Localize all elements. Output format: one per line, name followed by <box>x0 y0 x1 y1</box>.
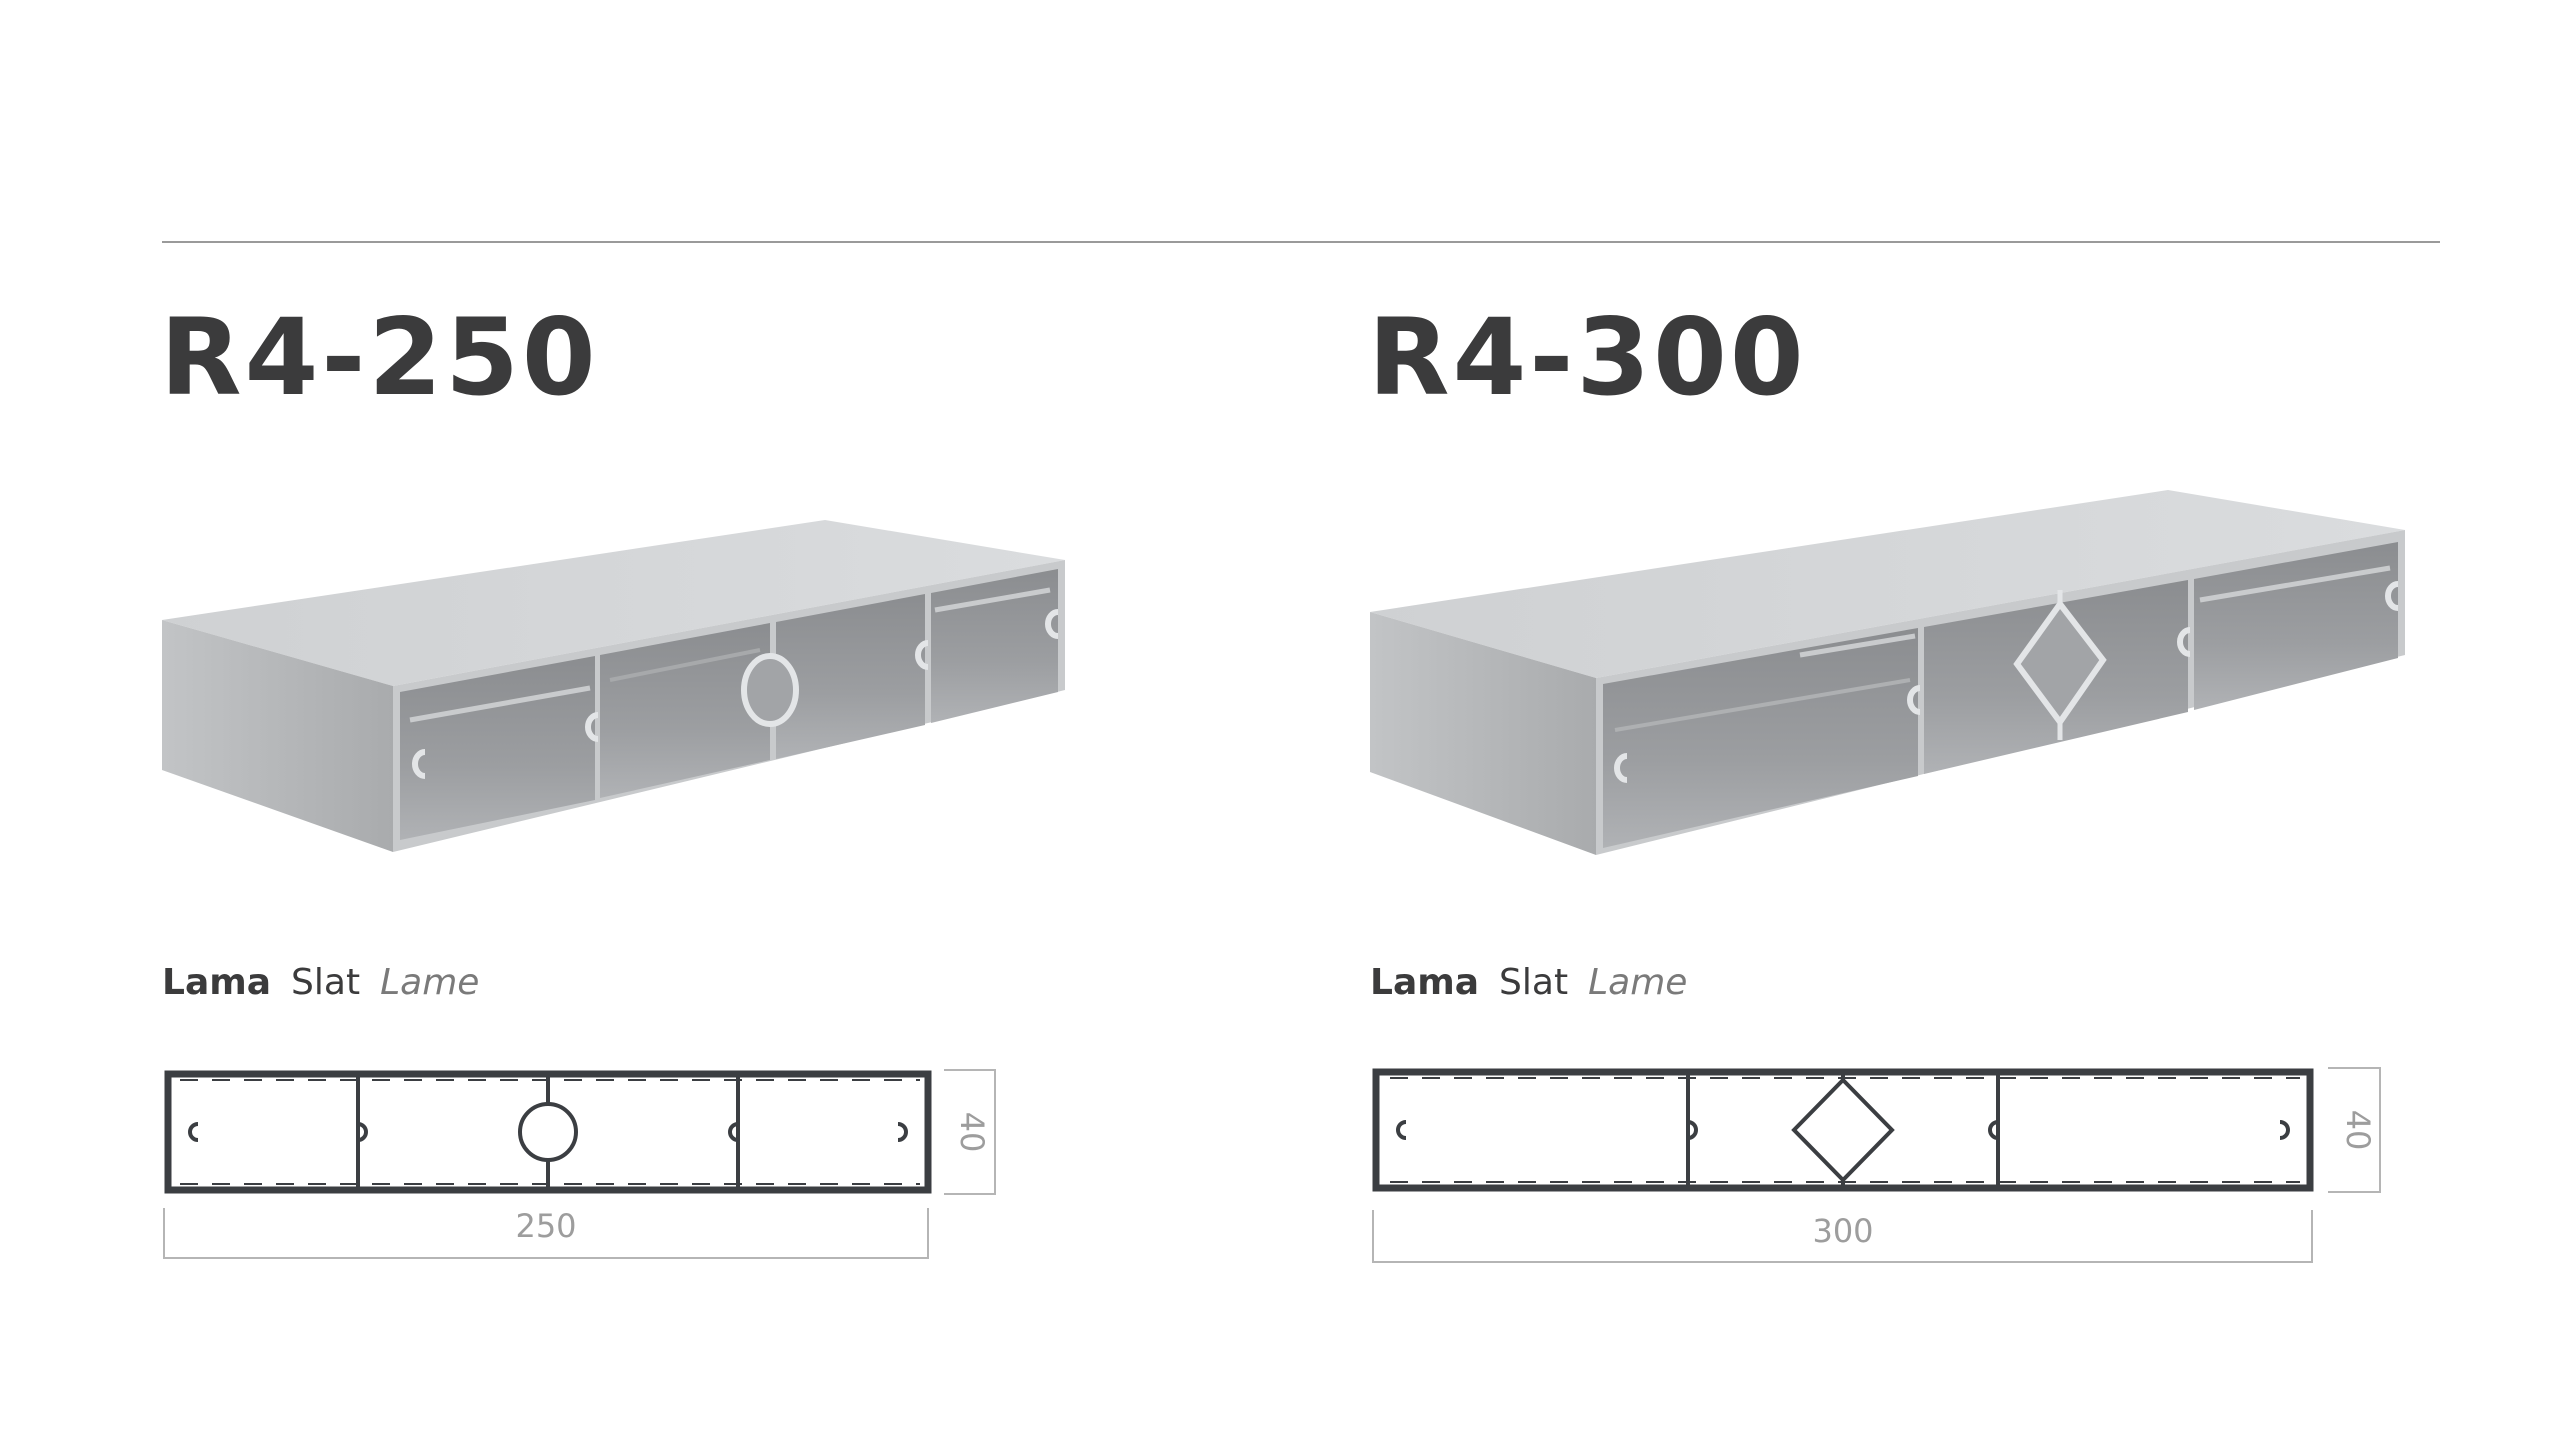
caption-french: Lame <box>1588 962 1688 1003</box>
slat-cross-section: 250 40 <box>163 1069 996 1259</box>
caption-french: Lame <box>380 962 480 1003</box>
caption-english: Slat <box>1499 962 1569 1003</box>
caption-spanish: Lama <box>162 962 272 1003</box>
top-divider <box>162 241 2440 243</box>
caption-spanish: Lama <box>1370 962 1480 1003</box>
slat-caption: Lama Slat Lame <box>162 965 479 1001</box>
product-title: R4-300 <box>1368 296 1807 419</box>
width-dimension: 250 <box>515 1207 576 1245</box>
width-dimension: 300 <box>1812 1212 1873 1250</box>
height-dimension: 40 <box>2339 1110 2377 1151</box>
height-dimension: 40 <box>953 1112 991 1153</box>
slat-3d-render <box>162 520 1065 852</box>
product-r4-250: R4-250 <box>160 296 1065 1259</box>
product-title: R4-250 <box>160 296 599 419</box>
slat-caption: Lama Slat Lame <box>1370 965 1687 1001</box>
caption-english: Slat <box>291 962 361 1003</box>
